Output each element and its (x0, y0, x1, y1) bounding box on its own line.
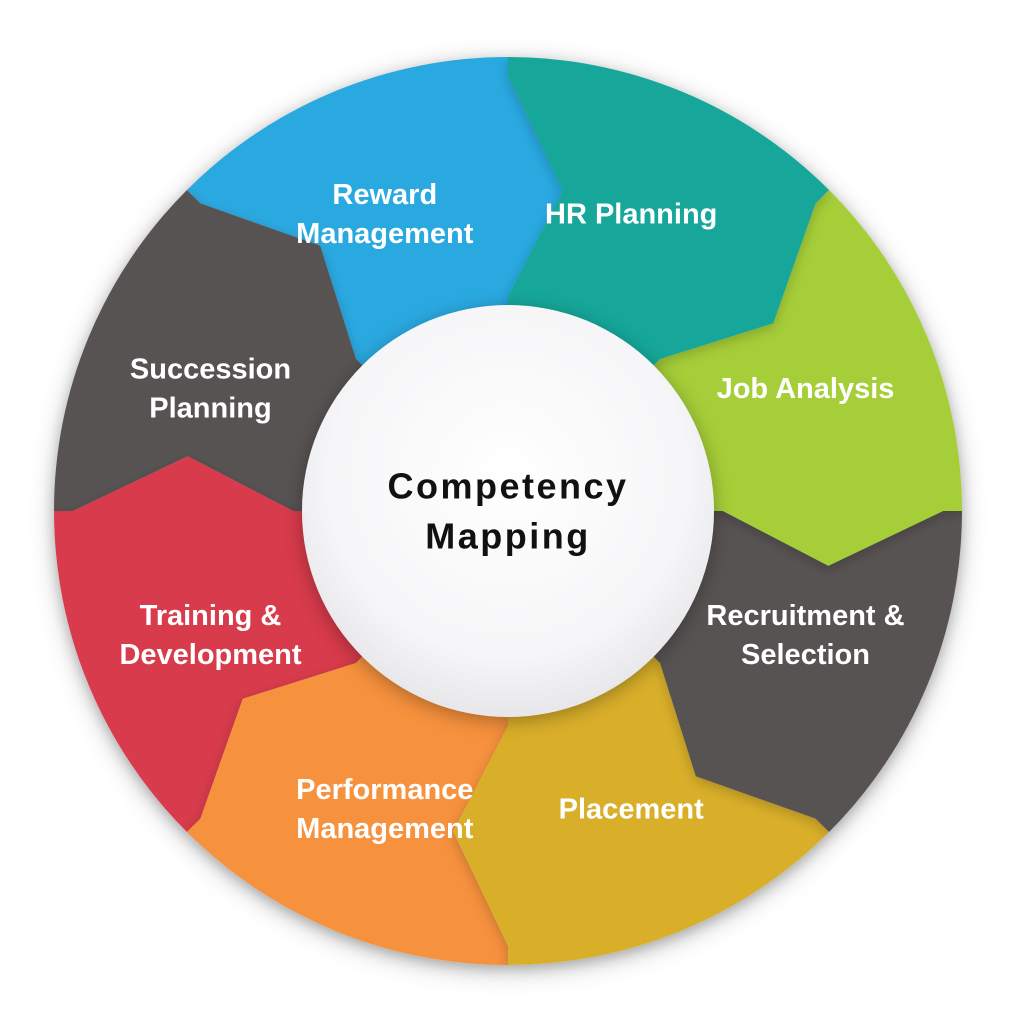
segment-job-analysis (652, 189, 962, 566)
segment-succession-planning (54, 189, 364, 511)
segment-training-development (54, 456, 364, 833)
segment-label-job-analysis: Job Analysis (717, 373, 895, 405)
segment-label-recruitment-selection: Recruitment &Selection (706, 600, 904, 671)
segment-performance-management (186, 655, 508, 965)
wheel-segments-group (54, 56, 962, 965)
segment-recruitment-selection (652, 511, 962, 833)
segment-placement (453, 655, 830, 965)
segment-label-placement: Placement (559, 794, 704, 826)
segment-label-training-development: Training &Development (119, 600, 301, 671)
segment-reward-management (186, 57, 563, 367)
segment-label-hr-planning: HR Planning (545, 199, 717, 231)
segment-hr-planning (508, 56, 830, 367)
center-circle (302, 305, 714, 717)
